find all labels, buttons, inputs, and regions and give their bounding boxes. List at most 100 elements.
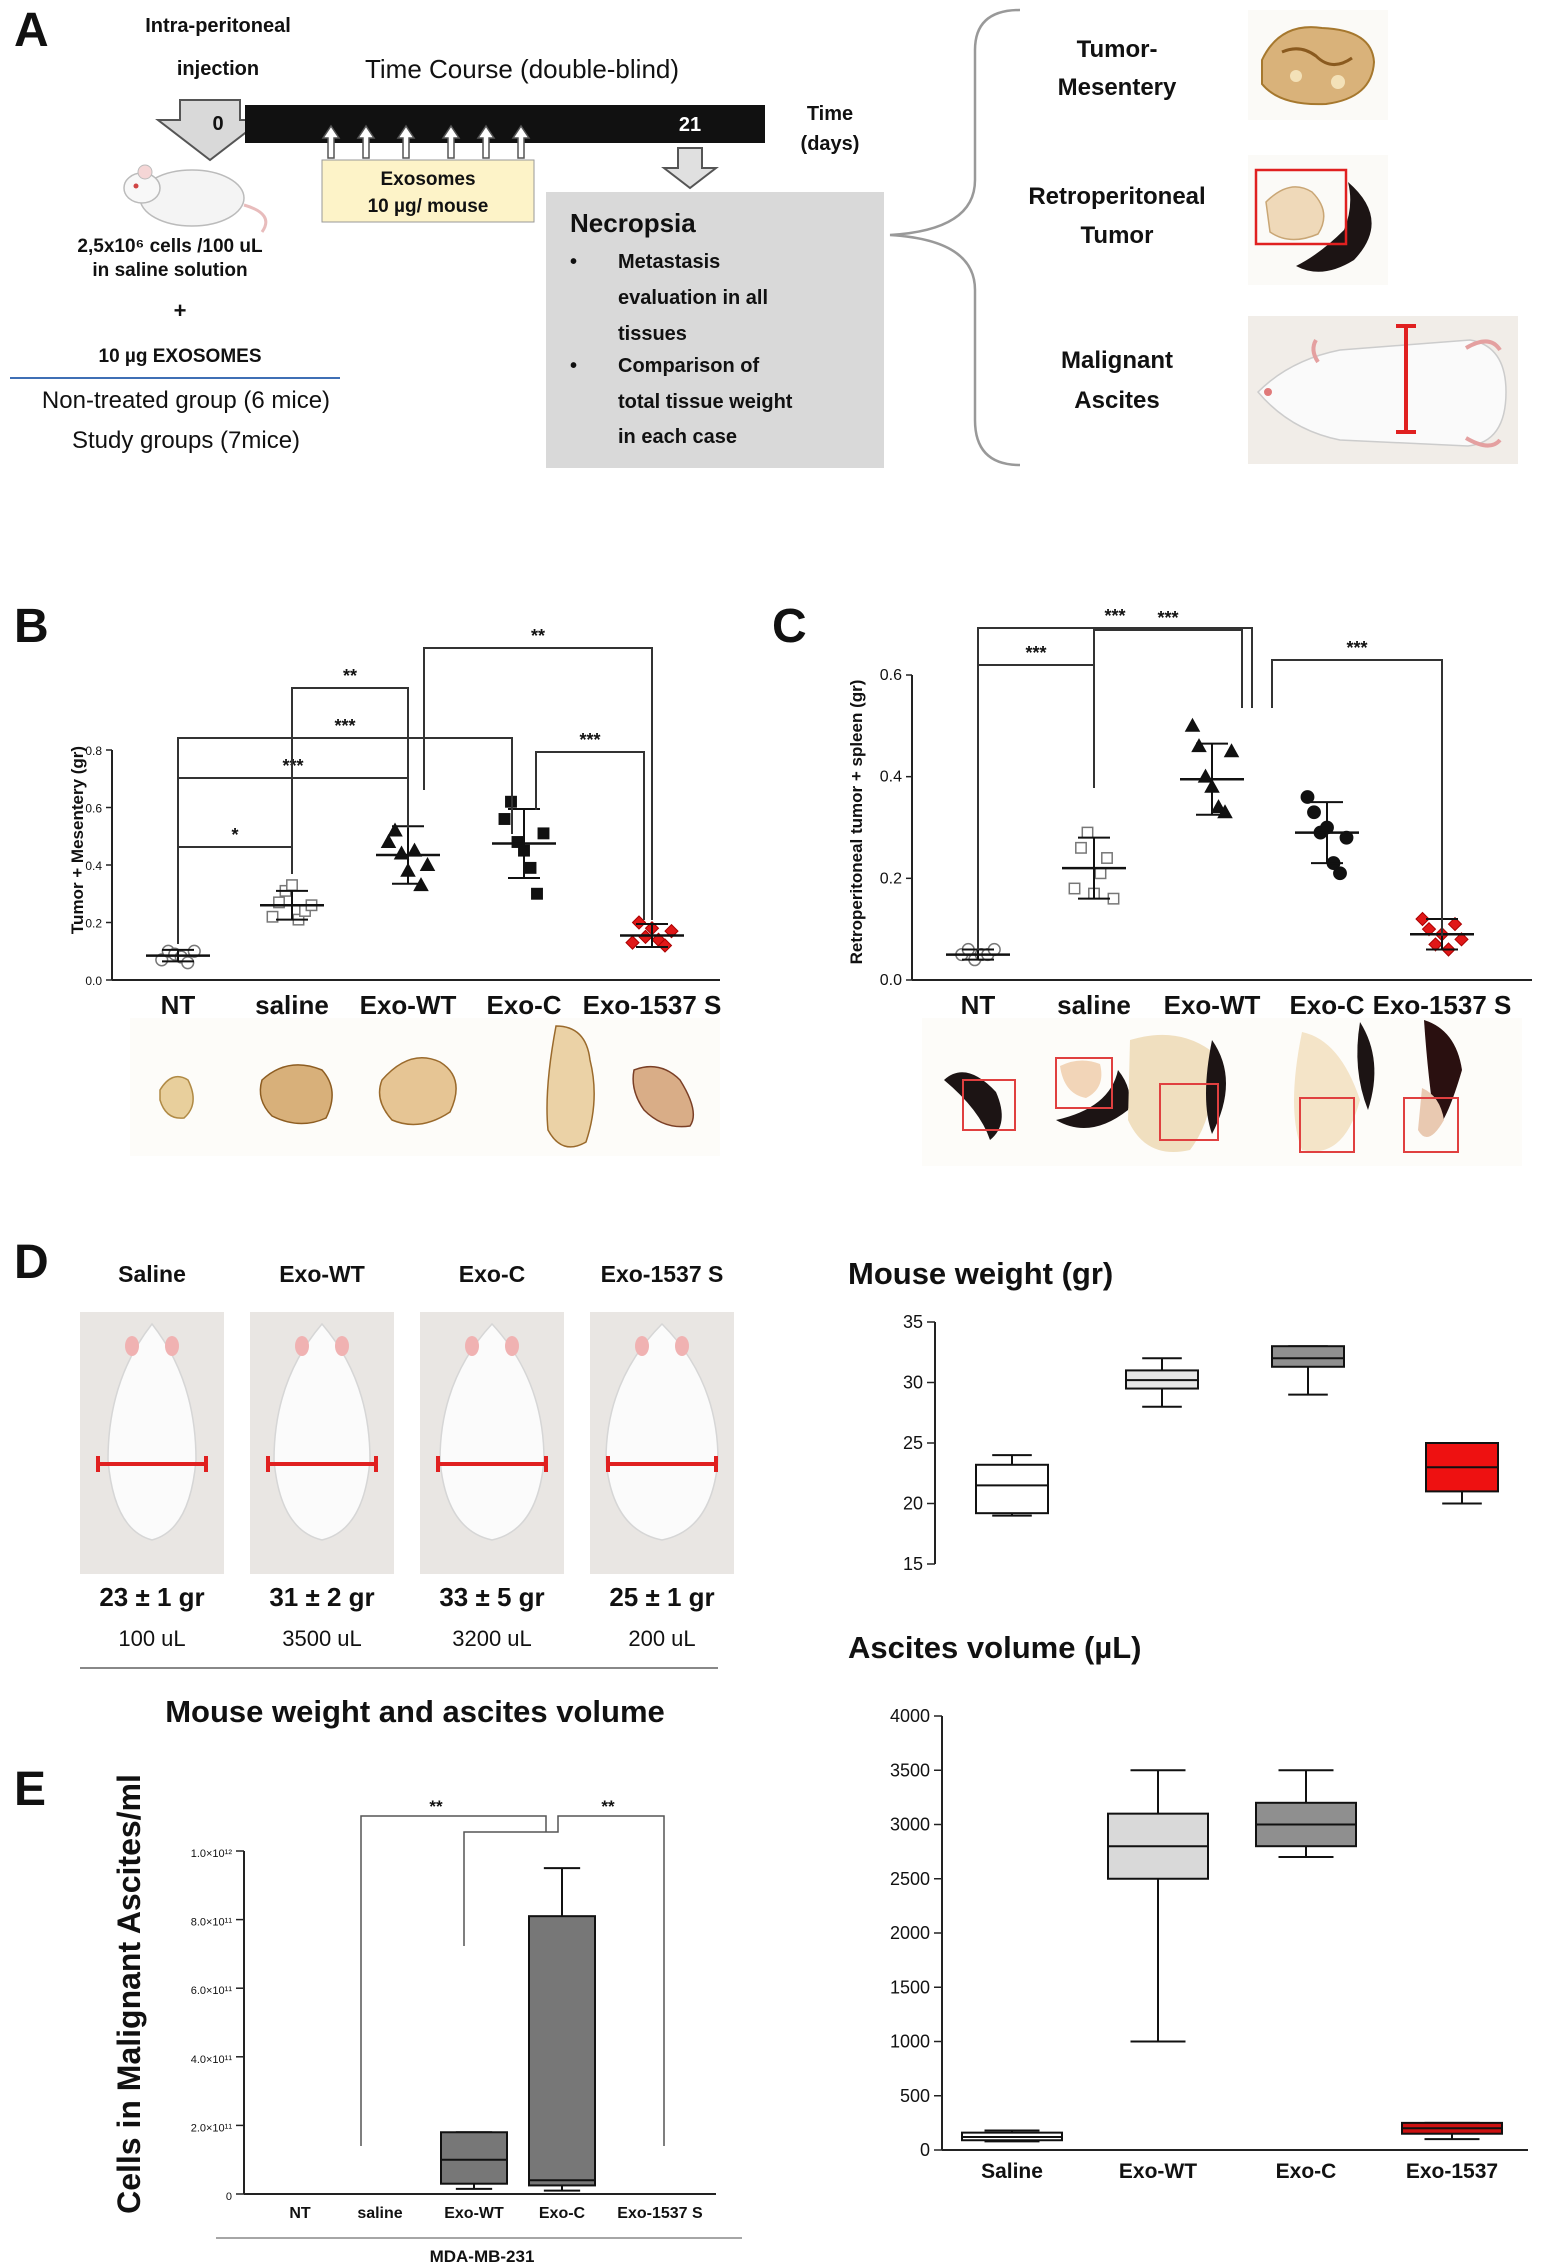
mouse-group-label: Exo-WT [279,1261,365,1287]
panel-b-ylabel: Tumor + Mesentery (gr) [68,746,87,934]
ascites-photo [1248,316,1518,464]
mouse-weight-label: 25 ± 1 gr [609,1582,714,1612]
data-point [1191,738,1207,753]
right-label-2-line-1: Retroperitoneal [1028,183,1205,210]
tumor-mesentery-photo [1248,10,1388,120]
y-tick-label: 0.8 [85,744,102,758]
bullet-2-line-3: in each case [618,426,737,448]
category-label: Exo-C [486,990,561,1020]
category-label: Saline [981,2160,1043,2183]
right-label-1-line-1: Tumor- [1077,36,1158,63]
data-point [1333,866,1347,881]
day21-arrow [661,147,719,190]
mouse-paw [505,1336,519,1356]
significance-label: *** [1346,638,1367,658]
data-point [1184,717,1201,732]
data-point [1094,867,1107,880]
data-point [181,956,195,970]
data-point [531,887,543,900]
significance-label: ** [429,1797,443,1816]
y-tick-label: 1500 [890,1977,930,1997]
category-label: saline [255,990,329,1020]
significance-label: ** [343,666,357,686]
data-point [537,827,550,840]
box [528,1915,596,2187]
mouse-paw [125,1336,139,1356]
category-label: saline [1057,990,1131,1020]
mouse-paw [335,1336,349,1356]
data-point [286,879,298,892]
mouse-paw [165,1336,179,1356]
y-tick-label: 6.0×10¹¹ [191,1985,233,1997]
data-point [387,822,403,837]
category-label: NT [961,990,996,1020]
y-tick-label: 0.0 [85,974,102,988]
category-label: Exo-C [539,2205,586,2222]
data-point [1223,743,1240,758]
y-tick-label: 4000 [890,1706,930,1726]
ascites-volume-label: 3500 uL [282,1626,362,1651]
right-label-2-line-2: Tumor [1081,222,1154,249]
cells-label-1: 2,5x10⁶ cells /100 uL [77,236,263,257]
panel-a: A Intra-peritoneal injection Time Course… [10,4,1518,468]
significance-label: * [231,825,238,845]
category-label: Exo-C [1289,990,1364,1020]
y-tick-label: 0 [226,2191,232,2203]
data-point [1068,882,1081,895]
y-tick-label: 20 [903,1494,923,1514]
category-label: Exo-1537 S [617,2205,703,2222]
significance-bracket [1093,629,1243,788]
significance-bracket [977,627,1253,950]
exosomes-label-2: 10 µg/ mouse [368,196,489,217]
category-label: Exo-WT [444,2205,504,2222]
mouse-paw [635,1336,649,1356]
day-end-label: 21 [679,114,701,136]
mouse-weight-label: 31 ± 2 gr [269,1582,374,1612]
significance-label: *** [1025,643,1046,663]
category-label: Exo-1537 S [1373,990,1512,1020]
data-point [1081,826,1094,839]
bullet-1-line-2: evaluation in all [618,287,768,309]
exosome-arrows [321,124,531,159]
panel-e-ylabel: Cells in Malignant Ascites/ml [111,1774,147,2214]
y-tick-label: 2500 [890,1869,930,1889]
y-tick-label: 2.0×10¹¹ [191,2122,233,2134]
mouse-body [273,1322,371,1541]
panel-e-xlabel: MDA-MB-231 [430,2247,535,2266]
y-tick-label: 35 [903,1312,923,1332]
y-tick-label: 15 [903,1554,923,1574]
group-nt-label: Non-treated group (6 mice) [42,387,330,414]
data-point [631,915,647,930]
data-point [1447,916,1463,932]
retroperitoneal-photo [1248,155,1388,285]
mouse-body [107,1322,197,1541]
ascites-volume-label: 3200 uL [452,1626,532,1651]
y-tick-label: 0 [920,2140,930,2160]
mouse-paw [675,1336,689,1356]
bullet-2-line-1: Comparison of [618,355,759,377]
data-point [1210,799,1227,814]
ascites-volume-label: 200 uL [628,1626,695,1651]
y-tick-label: 0.4 [880,769,902,786]
mouse-group-label: Exo-1537 S [601,1261,724,1287]
mouse-paw [465,1336,479,1356]
panel-c: C Retroperitoneal tumor + spleen (gr) 0.… [772,600,1532,1166]
y-tick-label: 1000 [890,2032,930,2052]
exosomes-label-1: Exosomes [380,169,475,190]
box [975,1463,1049,1515]
mouse-body [605,1322,719,1541]
mouse-group-label: Saline [118,1261,186,1287]
box [440,2131,508,2185]
ascites-chart: Ascites volume (µL) 05001000150020002500… [848,1630,1528,2183]
significance-bracket [291,687,409,854]
cells-label-2: in saline solution [92,260,247,281]
y-tick-label: 25 [903,1433,923,1453]
ascites-chart-title: Ascites volume (µL) [848,1630,1142,1665]
y-tick-label: 4.0×10¹¹ [191,2054,233,2066]
y-tick-label: 3000 [890,1815,930,1835]
mouse-paw [295,1336,309,1356]
bullet-1-dot: • [570,251,577,273]
ascites-volume-label: 100 uL [118,1626,185,1651]
